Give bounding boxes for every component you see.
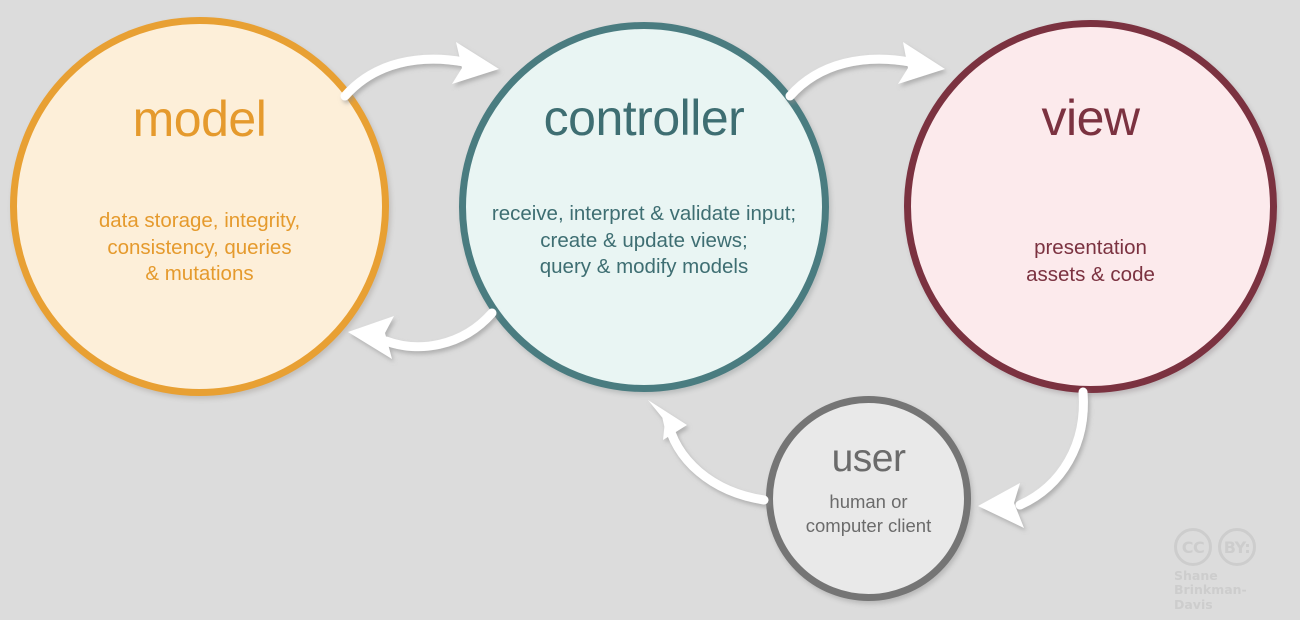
node-view-title: view (1041, 90, 1140, 146)
node-model[interactable]: model data storage, integrity,consistenc… (10, 17, 389, 396)
arrow-controller-to-model (348, 308, 497, 359)
node-user-title: user (831, 437, 906, 480)
node-model-description: data storage, integrity,consistency, que… (98, 209, 301, 286)
cc-icon: CC (1174, 528, 1212, 566)
creative-commons-badge: CC BY: Shane Brinkman-Davis (1174, 528, 1284, 612)
node-model-title: model (132, 91, 267, 147)
license-marks: CC BY: (1174, 528, 1284, 566)
arrow-controller-to-view (785, 42, 945, 101)
node-controller-title: controller (543, 90, 745, 146)
author-first-name: Shane (1174, 568, 1218, 583)
author-last-name: Brinkman-Davis (1174, 582, 1247, 612)
arrow-view-to-user (978, 387, 1088, 528)
author-credit: Shane Brinkman-Davis (1174, 568, 1284, 612)
arrow-model-to-controller (340, 42, 499, 101)
node-controller-description: receive, interpret & validate input;crea… (491, 202, 797, 279)
node-controller[interactable]: controller receive, interpret & validate… (459, 22, 829, 392)
by-icon: BY: (1218, 528, 1256, 566)
arrow-user-to-controller (648, 400, 769, 505)
